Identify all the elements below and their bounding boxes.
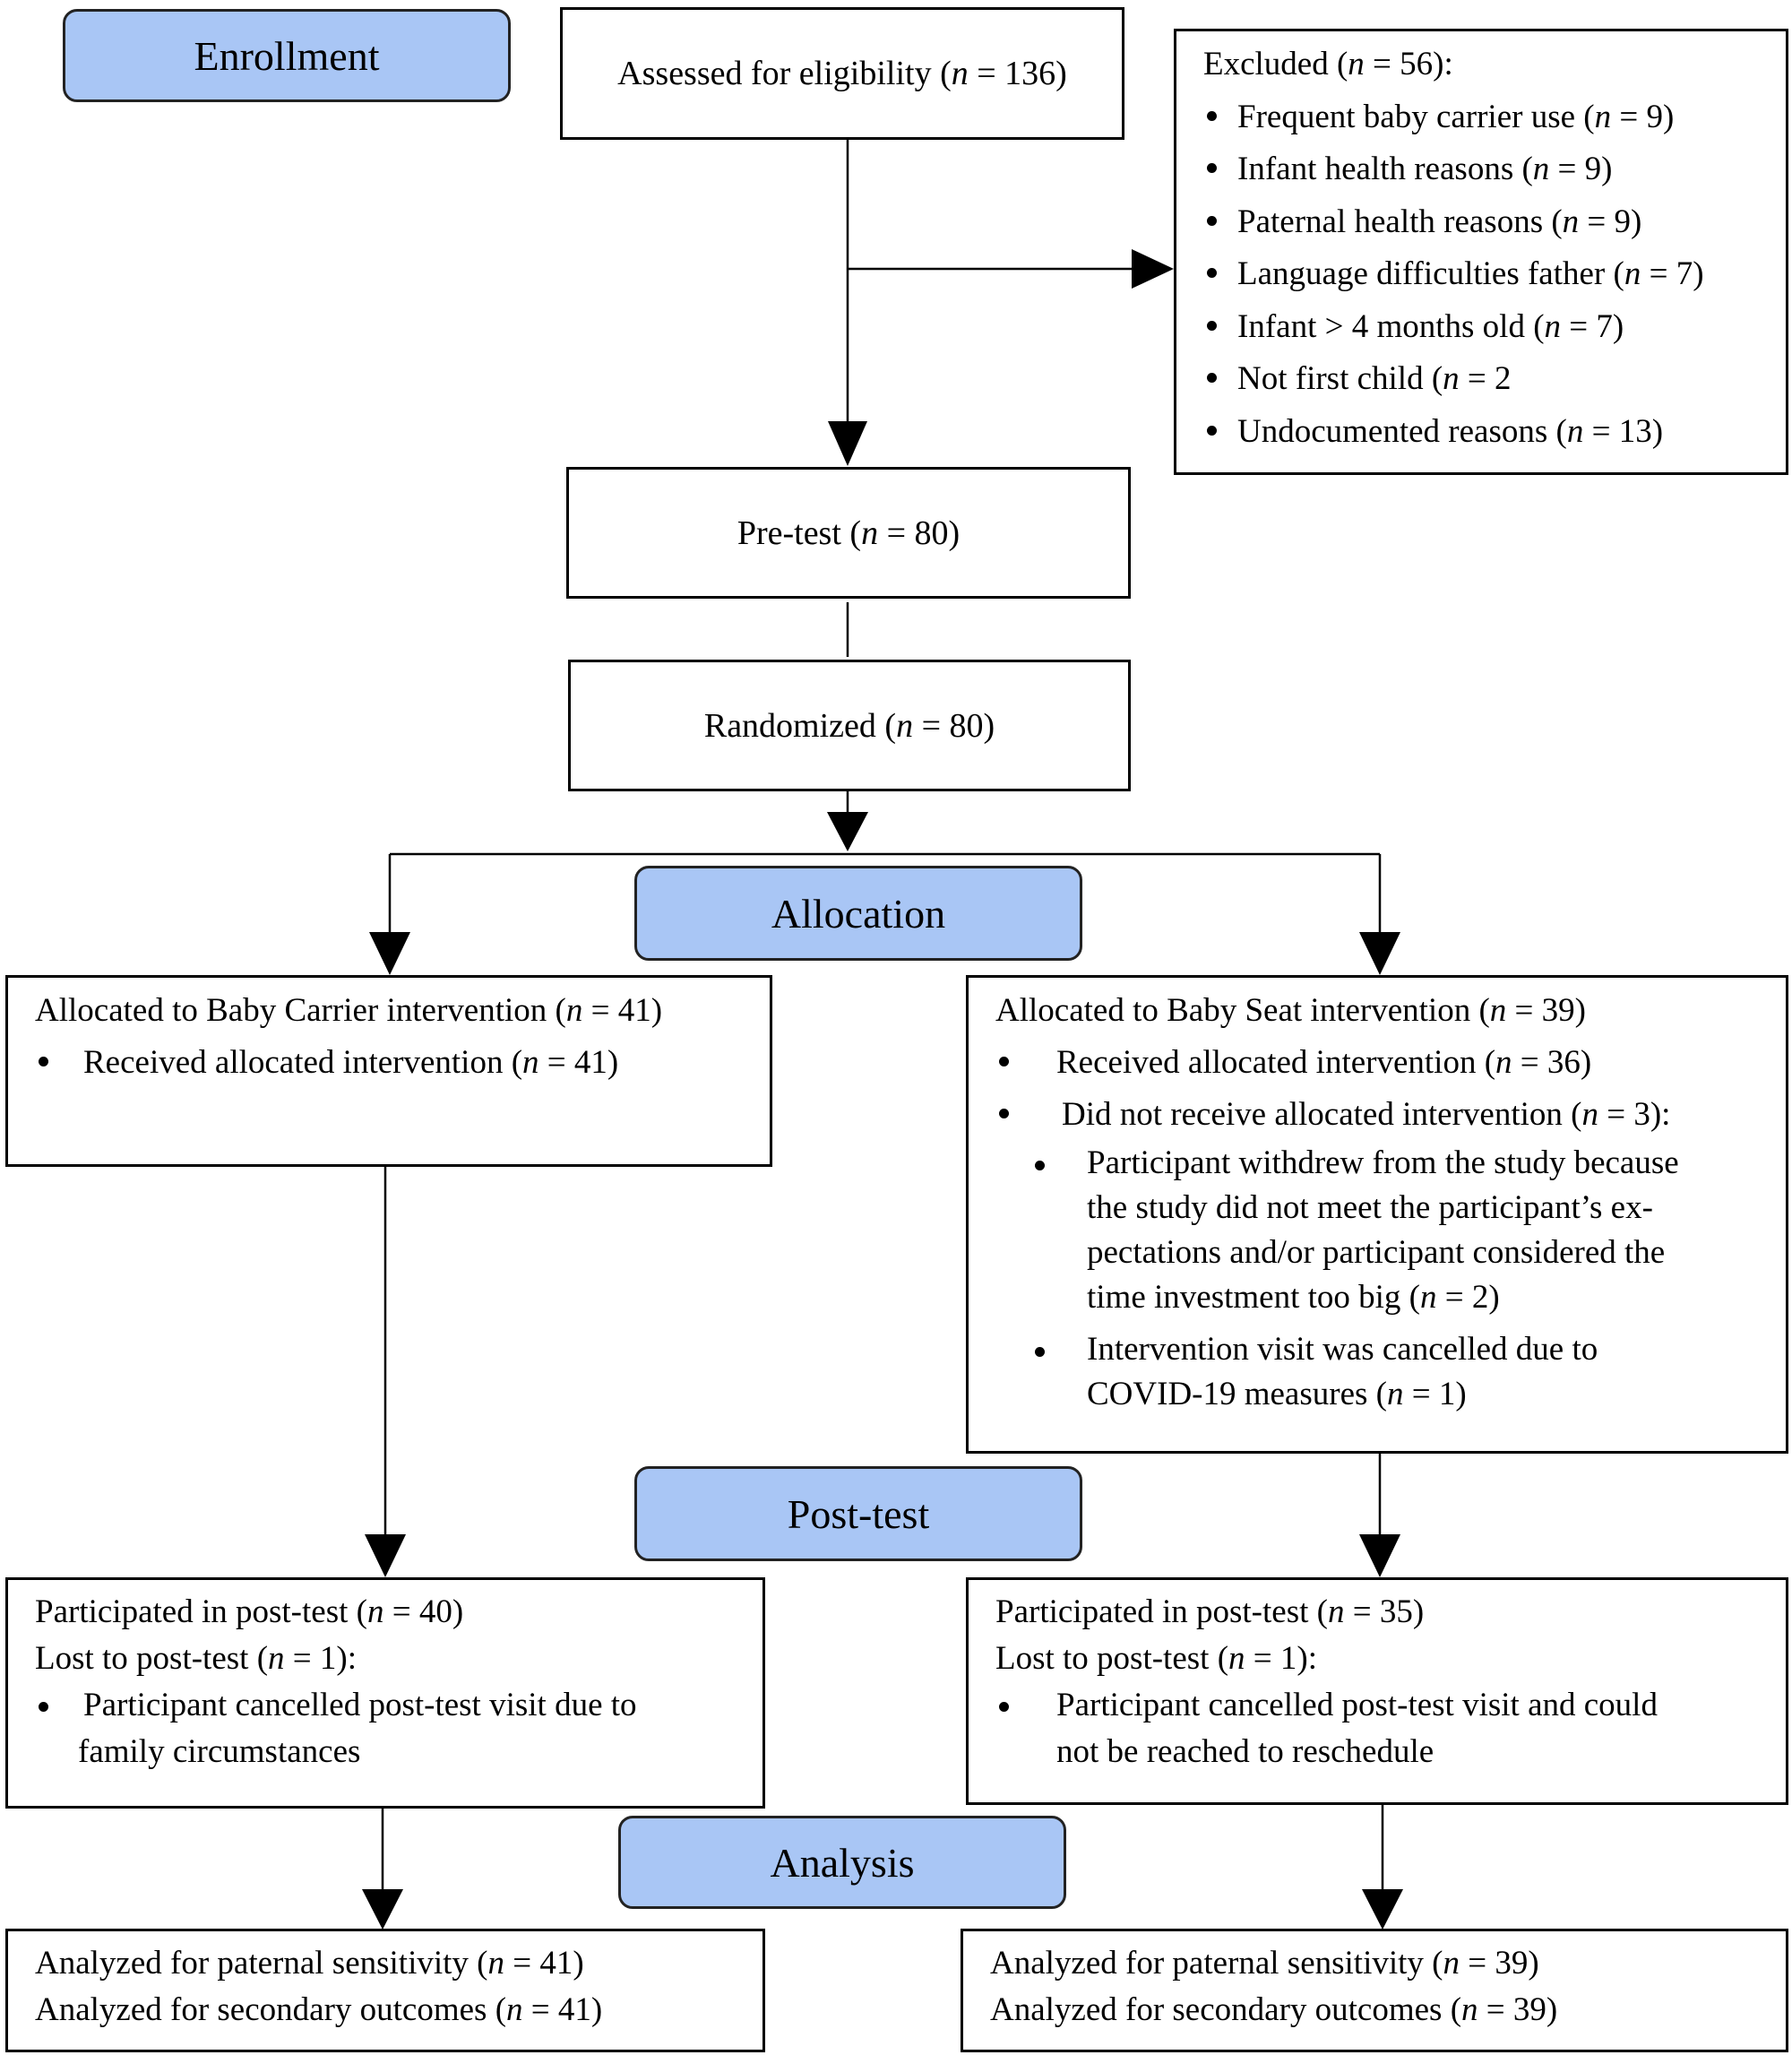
excluded-reason-undocumented: Undocumented reasons (n = 13) bbox=[1203, 406, 1786, 459]
carrier-analysis-box: Analyzed for paternal sensitivity (n = 4… bbox=[5, 1929, 765, 2052]
carrier-participated: Participated in post-test (n = 40) bbox=[35, 1593, 464, 1630]
pretest-text: Pre-test (n = 80) bbox=[737, 514, 961, 552]
carrier-allocation-list: Received allocated intervention (n = 41) bbox=[35, 1037, 770, 1089]
arrowhead-to-carrier-post bbox=[365, 1534, 406, 1577]
excluded-box: Excluded (n = 56): Frequent baby carrier… bbox=[1174, 29, 1788, 475]
carrier-lost-reason: Participant cancelled post-test visit du… bbox=[35, 1682, 762, 1775]
seat-analyzed-secondary: Analyzed for secondary outcomes (n = 39) bbox=[990, 1991, 1558, 2028]
excluded-reason-infant-health: Infant health reasons (n = 9) bbox=[1203, 143, 1786, 196]
excluded-reason-carrier-use: Frequent baby carrier use (n = 9) bbox=[1203, 91, 1786, 144]
carrier-analyzed-secondary: Analyzed for secondary outcomes (n = 41) bbox=[35, 1991, 603, 2028]
excluded-reason-infant-age: Infant > 4 months old (n = 7) bbox=[1203, 301, 1786, 354]
stage-enrollment-label: Enrollment bbox=[194, 32, 380, 79]
carrier-analyzed-sensitivity: Analyzed for paternal sensitivity (n = 4… bbox=[35, 1945, 584, 1982]
carrier-allocation-box: Allocated to Baby Carrier intervention (… bbox=[5, 975, 772, 1167]
excluded-reason-paternal-health: Paternal health reasons (n = 9) bbox=[1203, 196, 1786, 249]
arrowhead-to-split bbox=[827, 812, 868, 851]
arrowhead-to-seat-analysis bbox=[1362, 1889, 1403, 1930]
arrowhead-to-pretest bbox=[828, 421, 867, 466]
arrowhead-to-carrier-analysis bbox=[362, 1889, 403, 1930]
seat-posttest-box: Participated in post-test (n = 35) Lost … bbox=[966, 1577, 1788, 1805]
stage-analysis-label: Analysis bbox=[770, 1839, 915, 1886]
seat-allocation-title: Allocated to Baby Seat intervention (n =… bbox=[995, 992, 1586, 1029]
randomized-box: Randomized (n = 80) bbox=[568, 660, 1131, 791]
seat-lost-reasons: Participant cancelled post-test visit an… bbox=[995, 1682, 1786, 1775]
seat-lost-reason: Participant cancelled post-test visit an… bbox=[995, 1682, 1786, 1775]
seat-not-received-reasons: Participant withdrew from the study beca… bbox=[995, 1141, 1786, 1417]
stage-enrollment: Enrollment bbox=[63, 9, 511, 102]
seat-allocation-box: Allocated to Baby Seat intervention (n =… bbox=[966, 975, 1788, 1454]
seat-analyzed-sensitivity: Analyzed for paternal sensitivity (n = 3… bbox=[990, 1945, 1539, 1982]
seat-reason-covid: Intervention visit was cancelled due to … bbox=[995, 1327, 1786, 1417]
seat-allocation-list: Received allocated intervention (n = 36)… bbox=[995, 1037, 1786, 1141]
seat-lost: Lost to post-test (n = 1): bbox=[995, 1640, 1317, 1677]
randomized-text: Randomized (n = 80) bbox=[703, 706, 995, 745]
arrowhead-to-seat-post bbox=[1359, 1534, 1400, 1577]
stage-analysis: Analysis bbox=[618, 1816, 1066, 1909]
excluded-title: Excluded (n = 56): bbox=[1203, 46, 1453, 82]
seat-participated: Participated in post-test (n = 35) bbox=[995, 1593, 1425, 1630]
stage-allocation: Allocation bbox=[634, 866, 1082, 961]
seat-analysis-box: Analyzed for paternal sensitivity (n = 3… bbox=[961, 1929, 1788, 2052]
carrier-posttest-box: Participated in post-test (n = 40) Lost … bbox=[5, 1577, 765, 1809]
carrier-received: Received allocated intervention (n = 41) bbox=[35, 1037, 770, 1089]
excluded-reason-not-first-child: Not first child (n = 2 bbox=[1203, 353, 1786, 406]
seat-reason-withdrew: Participant withdrew from the study beca… bbox=[995, 1141, 1786, 1320]
stage-post-test: Post-test bbox=[634, 1466, 1082, 1561]
carrier-lost-reasons: Participant cancelled post-test visit du… bbox=[35, 1682, 762, 1775]
arrowhead-to-seat-alloc bbox=[1359, 932, 1400, 975]
seat-not-received: Did not receive allocated intervention (… bbox=[995, 1089, 1786, 1141]
excluded-reason-language: Language difficulties father (n = 7) bbox=[1203, 248, 1786, 301]
pretest-box: Pre-test (n = 80) bbox=[566, 467, 1131, 599]
stage-allocation-label: Allocation bbox=[771, 890, 946, 937]
seat-received: Received allocated intervention (n = 36) bbox=[995, 1037, 1786, 1089]
stage-post-test-label: Post-test bbox=[787, 1490, 930, 1537]
assessed-box: Assessed for eligibility (n = 136) bbox=[560, 7, 1124, 140]
carrier-allocation-title: Allocated to Baby Carrier intervention (… bbox=[35, 992, 663, 1029]
carrier-lost: Lost to post-test (n = 1): bbox=[35, 1640, 357, 1677]
arrowhead-to-excluded bbox=[1132, 249, 1174, 289]
assessed-text: Assessed for eligibility (n = 136) bbox=[617, 55, 1067, 92]
excluded-reasons-list: Frequent baby carrier use (n = 9) Infant… bbox=[1203, 91, 1786, 459]
arrowhead-to-carrier-alloc bbox=[369, 932, 410, 975]
